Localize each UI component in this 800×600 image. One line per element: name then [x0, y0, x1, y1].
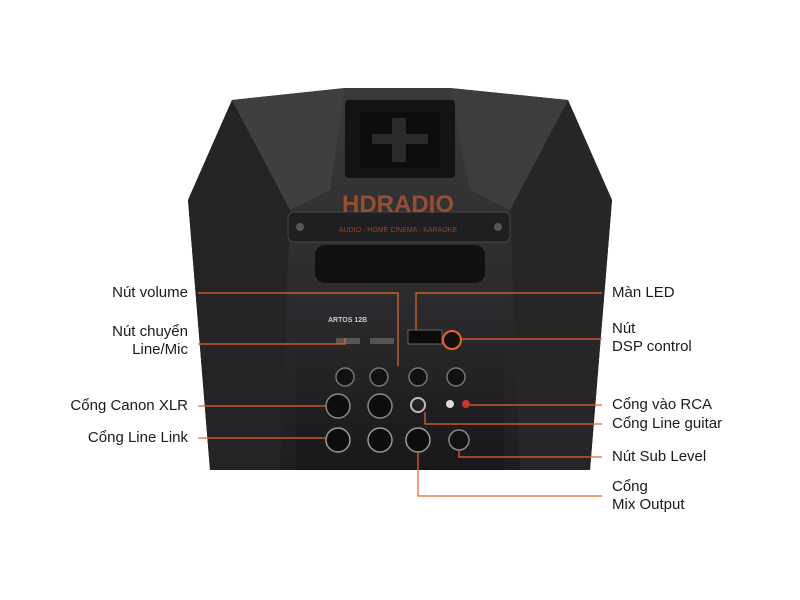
sub-level-knob	[448, 429, 470, 451]
control-panel	[296, 292, 504, 470]
callout-line-volume	[198, 292, 399, 366]
callout-line-guitar	[424, 412, 602, 425]
label-dsp: Nút DSP control	[612, 320, 692, 355]
label-led: Màn LED	[612, 284, 675, 301]
handle-bar	[287, 211, 511, 243]
callout-line-led	[415, 292, 602, 330]
volume-knobs	[335, 367, 466, 387]
label-rca: Cổng vào RCA	[612, 396, 713, 413]
label-mix-output: Cổng Mix Output	[612, 478, 685, 513]
label-guitar: Cổng Line guitar	[612, 415, 723, 432]
callout-line-mix	[417, 452, 602, 497]
callout-line-line-mic	[198, 338, 346, 345]
rca-inputs	[446, 400, 470, 408]
dsp-knob	[442, 330, 462, 350]
callout-line-sub	[458, 450, 602, 458]
brand-tagline: AUDIO · HOME CINEMA · KARAOKE	[339, 227, 458, 234]
label-volume: Nút volume	[112, 284, 188, 301]
label-sub-level: Nút Sub Level	[612, 448, 707, 465]
switch-2	[370, 338, 394, 344]
callout-lines	[198, 292, 602, 497]
switch-1	[336, 338, 360, 344]
label-line-link: Cổng Line Link	[87, 429, 188, 446]
label-line-mic-switch: Nút chuyển Line/Mic	[112, 323, 188, 358]
label-xlr: Cổng Canon XLR	[70, 397, 188, 414]
handle-cavity	[315, 245, 485, 283]
brand-logo: HDRADIO	[342, 191, 454, 218]
model-name: ARTOS 12B	[328, 317, 367, 324]
led-display	[407, 329, 443, 345]
xlr-inputs	[325, 393, 393, 419]
mix-output-jack	[405, 427, 431, 453]
pole-socket	[345, 100, 455, 178]
line-link-outputs	[325, 427, 393, 453]
guitar-jack	[410, 397, 426, 413]
